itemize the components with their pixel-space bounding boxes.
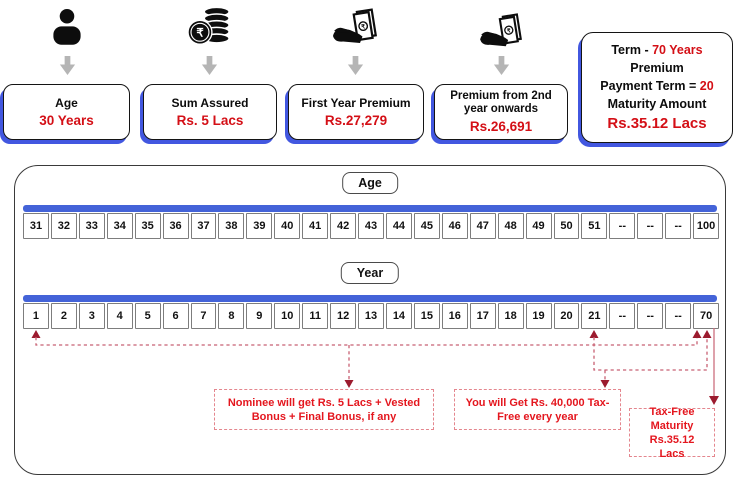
age-cell: 34: [106, 213, 133, 239]
age-cell: 41: [302, 213, 329, 239]
age-cell: 48: [497, 213, 524, 239]
term-line: Term - 70 Years: [611, 43, 703, 57]
term-summary-box: Term - 70 Years Premium Payment Term = 2…: [581, 32, 733, 143]
year-cell: 19: [525, 303, 552, 329]
renewal-premium-box: Premium from 2nd year onwards Rs.26,691: [434, 84, 568, 140]
age-cell: 44: [385, 213, 412, 239]
age-cell: 37: [190, 213, 217, 239]
payment-term-line: Payment Term = 20: [600, 79, 714, 93]
age-cell: 36: [162, 213, 189, 239]
age-cell: 33: [78, 213, 105, 239]
age-cell: 49: [525, 213, 552, 239]
year-cell: 17: [469, 303, 496, 329]
first-year-premium-box: First Year Premium Rs.27,279: [288, 84, 424, 140]
sum-assured-label: Sum Assured: [171, 95, 249, 110]
sum-assured-box: Sum Assured Rs. 5 Lacs: [143, 84, 277, 140]
year-cell: 18: [497, 303, 524, 329]
age-cell: 47: [469, 213, 496, 239]
age-cell: 46: [441, 213, 468, 239]
first-year-premium-value: Rs.27,279: [324, 112, 388, 128]
first-year-premium-label: First Year Premium: [301, 95, 411, 110]
age-label: Age: [55, 95, 78, 110]
renewal-premium-value: Rs.26,691: [469, 118, 533, 134]
age-row-pill: Age: [342, 172, 398, 194]
year-cell: 1: [23, 303, 49, 329]
year-cell: --: [637, 303, 664, 329]
age-value: 30 Years: [39, 112, 94, 128]
maturity-label-line: Maturity Amount: [607, 97, 707, 111]
person-icon: [46, 4, 88, 50]
down-arrow-icon: [201, 56, 218, 75]
svg-text:₹: ₹: [361, 23, 366, 31]
year-cell: 5: [134, 303, 161, 329]
year-cell: 2: [50, 303, 77, 329]
year-cell: 20: [553, 303, 580, 329]
age-row-bar: [23, 205, 717, 212]
age-cell: 31: [23, 213, 49, 239]
down-arrow-icon: [493, 56, 510, 75]
year-cell: 4: [106, 303, 133, 329]
money-in-hand-icon: ₹: [476, 8, 528, 54]
year-cell: 3: [78, 303, 105, 329]
year-cell: 6: [162, 303, 189, 329]
year-row-bar: [23, 295, 717, 302]
year-cell: 21: [581, 303, 608, 329]
svg-text:₹: ₹: [507, 27, 512, 35]
sum-assured-value: Rs. 5 Lacs: [176, 112, 244, 128]
age-cell: 42: [330, 213, 357, 239]
year-cell: 14: [385, 303, 412, 329]
rupee-coins-icon: ₹: [186, 4, 234, 50]
year-cell: 10: [274, 303, 301, 329]
year-cell: 15: [413, 303, 440, 329]
age-cell: 32: [50, 213, 77, 239]
age-cell: 43: [358, 213, 384, 239]
year-cell: 9: [246, 303, 273, 329]
year-cell: --: [609, 303, 636, 329]
age-cell: --: [637, 213, 664, 239]
age-cell: 38: [218, 213, 245, 239]
year-cell: 8: [218, 303, 245, 329]
year-cell: 11: [302, 303, 329, 329]
maturity-value-line: Rs.35.12 Lacs: [607, 115, 707, 132]
renewal-premium-label: Premium from 2nd year onwards: [450, 89, 552, 115]
money-in-hand-icon: ₹: [330, 4, 382, 50]
down-arrow-icon: [347, 56, 364, 75]
year-cell: 13: [358, 303, 384, 329]
age-cell: 100: [693, 213, 720, 239]
age-box: Age 30 Years: [3, 84, 130, 140]
year-cell: 7: [190, 303, 217, 329]
age-cell: 40: [274, 213, 301, 239]
svg-text:₹: ₹: [196, 28, 203, 40]
year-row-pill: Year: [340, 262, 400, 284]
year-cell: --: [665, 303, 692, 329]
age-cell: 50: [553, 213, 580, 239]
year-cell: 12: [330, 303, 357, 329]
age-cell: --: [665, 213, 692, 239]
age-cell: 51: [581, 213, 608, 239]
nominee-benefit-note: Nominee will get Rs. 5 Lacs + Vested Bon…: [214, 389, 434, 430]
age-cell: 35: [134, 213, 161, 239]
year-cell: 70: [693, 303, 720, 329]
year-cell: 16: [441, 303, 468, 329]
maturity-benefit-note: Tax-Free Maturity Rs.35.12 Lacs: [629, 406, 715, 460]
benefit-arrows: [31, 328, 719, 405]
down-arrow-icon: [59, 56, 76, 75]
age-cell: --: [609, 213, 636, 239]
age-cell: 39: [246, 213, 273, 239]
survival-benefit-note: You will Get Rs. 40,000 Tax-Free every y…: [454, 389, 621, 430]
age-cell: 45: [413, 213, 440, 239]
premium-line: Premium: [630, 61, 684, 75]
